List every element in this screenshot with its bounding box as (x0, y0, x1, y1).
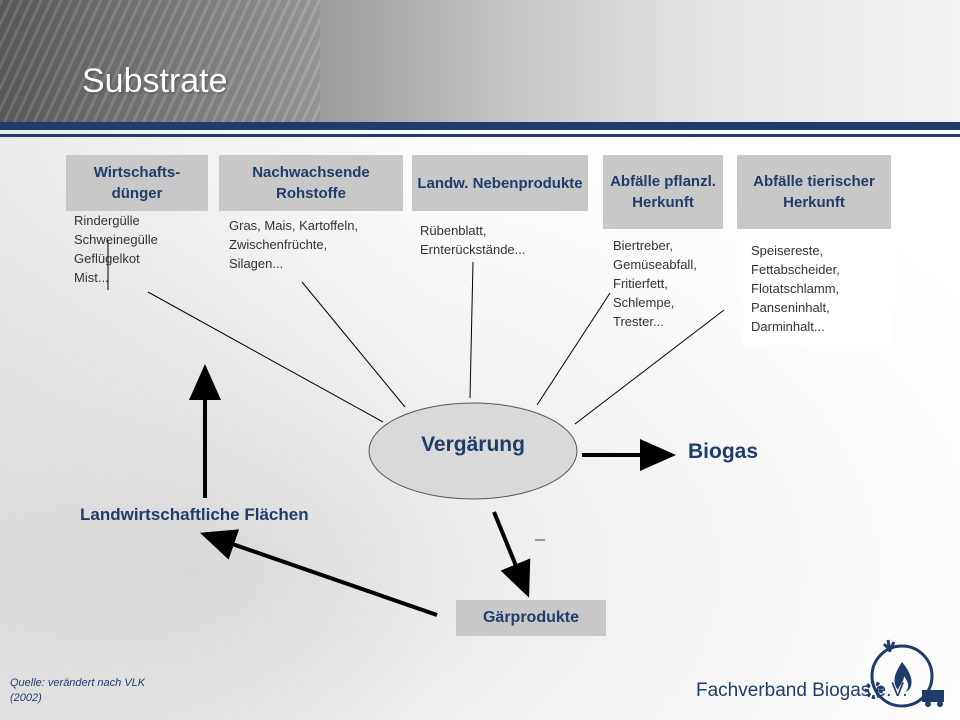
header-texture (0, 0, 320, 128)
items-wirtschaftsduenger: Rindergülle Schweinegülle Geflügelkot Mi… (74, 213, 158, 285)
category-tierisch: Abfälle tierischer Herkunft (737, 155, 891, 229)
arrow-flaechen (199, 529, 438, 617)
center-label: Vergärung (421, 433, 525, 456)
items-pflanzlich: Biertreber, Gemüseabfall, Fritierfett, S… (613, 238, 697, 329)
output-flaechen: Landwirtschaftliche Flächen (80, 505, 309, 524)
organization-name: Fachverband Biogas e.V. (696, 680, 908, 701)
connector-nebenprodukte (469, 261, 474, 399)
category-nawaro: Nachwachsende Rohstoffe (219, 155, 403, 211)
arrow-gaerprodukte (492, 511, 531, 598)
header-background (0, 0, 960, 128)
connector-pflanzlich (536, 292, 611, 406)
category-wirtschaftsduenger: Wirtschafts- dünger (66, 155, 208, 211)
items-tierisch: Speisereste, Fettabscheider, Flotatschla… (743, 237, 891, 345)
items-nebenprodukte: Rübenblatt, Ernterückstände... (420, 223, 526, 257)
header-rule (0, 122, 960, 130)
organization-logo-icon (865, 639, 944, 708)
connector-nawaro (301, 281, 406, 408)
category-pflanzlich: Abfälle pflanzl. Herkunft (603, 155, 723, 229)
header-rule-thin (0, 134, 960, 137)
output-gaerprodukte: Gärprodukte (456, 600, 606, 636)
items-nawaro: Gras, Mais, Kartoffeln, Zwischenfrüchte,… (229, 218, 359, 271)
slide-title: Substrate (82, 62, 228, 100)
source-note: Quelle: verändert nach VLK (2002) (10, 677, 146, 704)
connector-tierisch (574, 309, 725, 425)
center-ellipse (368, 402, 578, 500)
connector-wirtschaftsduenger (147, 291, 384, 423)
category-nebenprodukte: Landw. Nebenprodukte (412, 155, 588, 211)
output-biogas: Biogas (688, 440, 759, 463)
